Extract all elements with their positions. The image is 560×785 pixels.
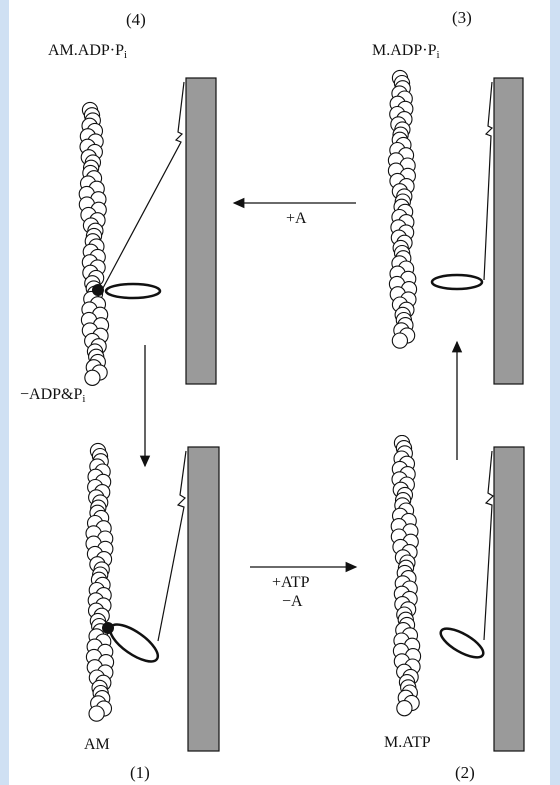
myosin-lever — [158, 451, 186, 641]
thick-filament — [494, 78, 523, 384]
actin-monomer — [85, 370, 100, 385]
myosin-head — [437, 623, 488, 663]
panel-state-1 — [70, 435, 230, 755]
actin-filament — [79, 102, 108, 385]
panel-state-3 — [380, 60, 540, 390]
actin-filament — [86, 443, 114, 721]
panel-state-2 — [380, 435, 540, 755]
actin-binding-site — [92, 284, 104, 296]
actin-filament — [388, 70, 416, 348]
myosin-lever — [484, 451, 493, 640]
myosin-lever — [103, 82, 184, 288]
actin-monomer — [397, 701, 412, 716]
myosin-lever — [484, 82, 492, 280]
thick-filament — [494, 447, 524, 751]
actin-filament — [391, 435, 420, 715]
actin-monomer — [89, 706, 104, 721]
actin-monomer — [392, 333, 407, 348]
myosin-head — [106, 284, 160, 298]
actin-binding-site — [102, 622, 114, 634]
myosin-head — [432, 275, 482, 289]
thick-filament — [186, 78, 216, 384]
thick-filament — [188, 447, 219, 751]
panel-state-4 — [70, 70, 230, 390]
